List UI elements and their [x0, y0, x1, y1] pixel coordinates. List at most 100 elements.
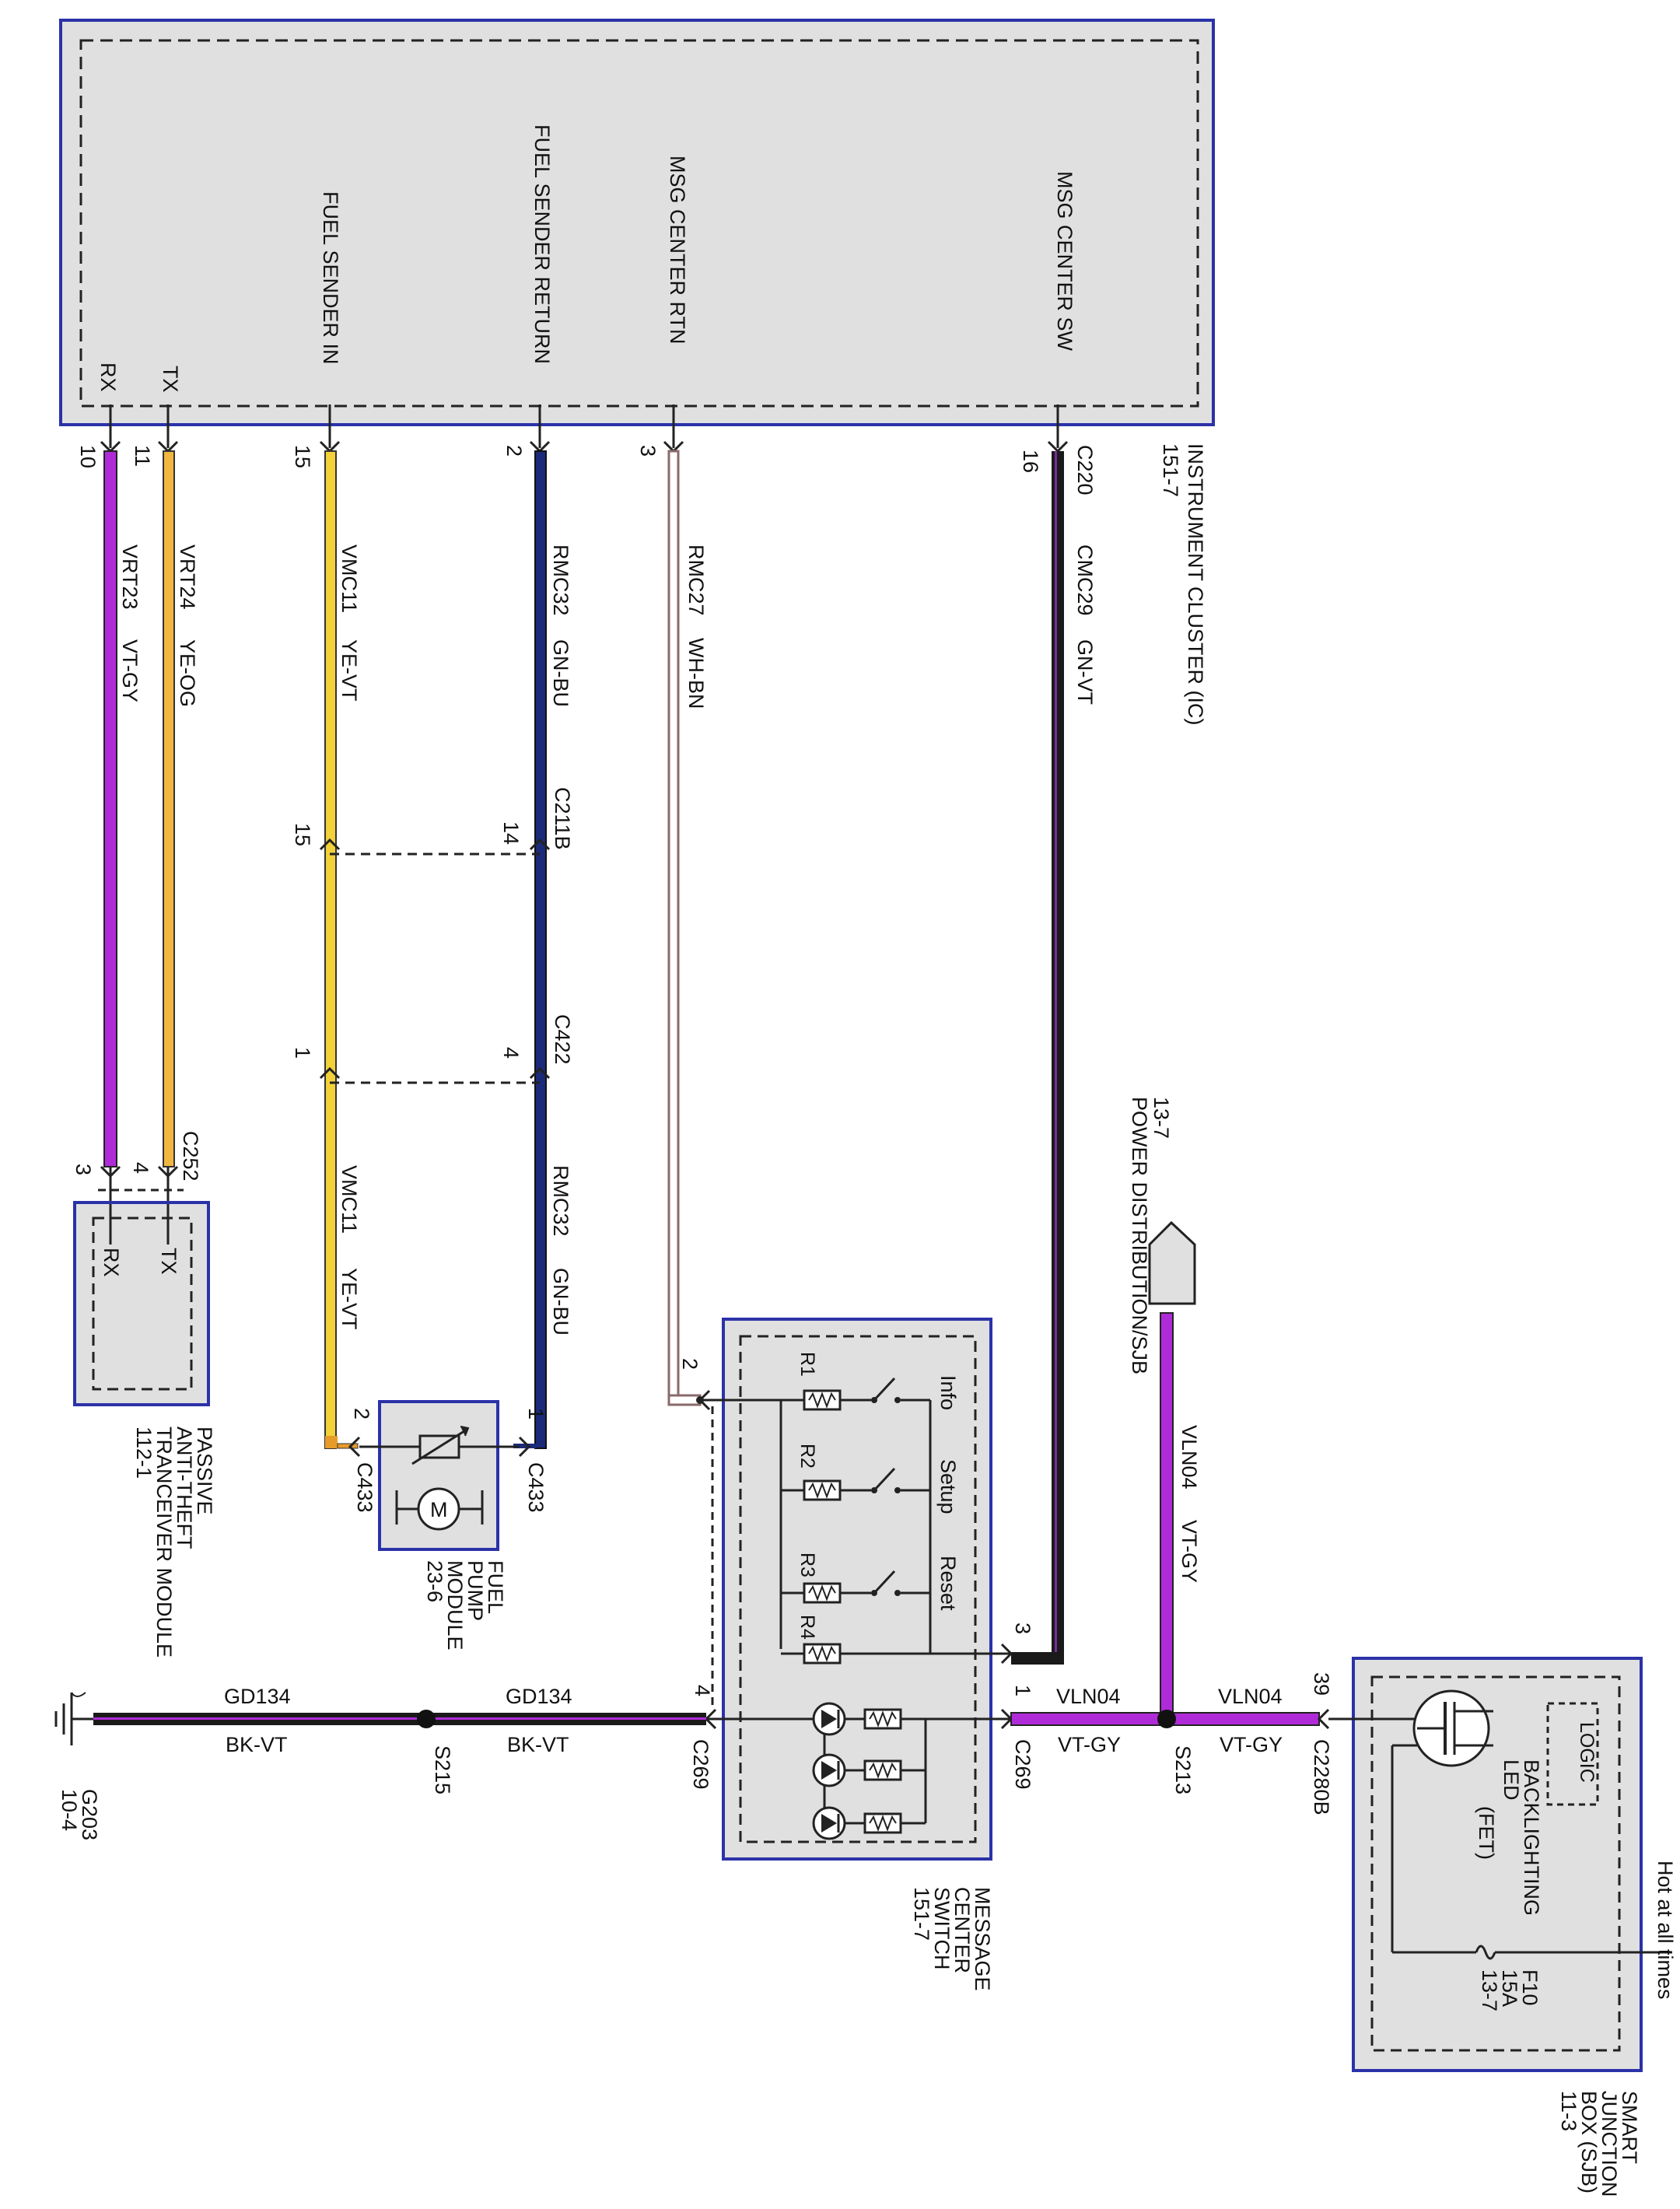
vmc11-circuit-upper: VMC11 — [338, 544, 361, 613]
msg-pin-2: 2 — [678, 1358, 702, 1370]
vrt23-circuit: VRT23 — [118, 544, 142, 610]
switch-info-label: Info — [936, 1375, 960, 1410]
sjb-led-line-1: BACKLIGHTING — [1520, 1759, 1543, 1916]
splice-s213-label: S213 — [1171, 1745, 1195, 1794]
fpm-name-2: PUMP — [464, 1560, 487, 1621]
backlight-led-3 — [812, 1806, 926, 1840]
pats-ref: 112-1 — [132, 1427, 156, 1479]
rmc32-circuit-upper: RMC32 — [549, 544, 572, 616]
sjb-name-2: JUNCTION — [1598, 2091, 1621, 2197]
resistor-r2-label: R2 — [796, 1444, 818, 1469]
ic-pin-11: 11 — [131, 445, 154, 467]
vln04-circuit-right: VLN04 — [1218, 1685, 1283, 1708]
fuse-f10-name: F10 — [1518, 1969, 1542, 2006]
power-distribution-ref: 13-7 — [1150, 1097, 1173, 1139]
connector-c211b: C211B 14 15 — [291, 787, 574, 856]
vln04-circuit-vertical: VLN04 — [1178, 1425, 1201, 1490]
vln04-color-right: VT-GY — [1220, 1733, 1283, 1756]
msg-pin-1: 1 — [1011, 1685, 1034, 1696]
splice-s213-dot — [1157, 1710, 1176, 1728]
resistor-r1-label: R1 — [796, 1352, 818, 1377]
pin-tx: TX — [159, 366, 182, 393]
msg-connector-c269-left: C269 — [689, 1739, 712, 1790]
c422-label: C422 — [551, 1014, 574, 1065]
wire-vmc11: VMC11 YE-VT VMC11 YE-VT — [319, 404, 361, 1449]
switch-setup-label: Setup — [936, 1459, 960, 1514]
ground-g203: G203 10-4 — [54, 1692, 101, 1840]
vrt24-circuit: VRT24 — [176, 544, 199, 610]
ic-pin-3: 3 — [636, 445, 660, 457]
c211b-pin-14: 14 — [499, 821, 523, 845]
msg-name-2: CENTER — [950, 1887, 974, 1973]
fpm-connector-left: C433 — [353, 1462, 376, 1513]
fpm-pin-1: 1 — [524, 1408, 548, 1420]
rmc32-color-lower: GN-BU — [549, 1268, 572, 1336]
wire-rmc27: RMC27 WH-BN — [663, 404, 708, 1406]
fpm-pin-2: 2 — [350, 1408, 373, 1420]
pats-name-1: PASSIVE — [193, 1427, 216, 1515]
pats-pin-4: 4 — [129, 1162, 152, 1174]
cmc29-circuit: CMC29 — [1073, 544, 1097, 616]
gd134-color-left: BK-VT — [226, 1733, 288, 1756]
backlight-led-1 — [812, 1702, 902, 1736]
fpm-connector-right: C433 — [524, 1462, 548, 1513]
power-distribution-arrow-icon — [1148, 1220, 1196, 1305]
wire-vln04: VLN04 VT-GY VLN04 VT-GY VLN04 VT-GY S213 — [1010, 1312, 1320, 1794]
rmc27-circuit: RMC27 — [684, 544, 708, 616]
c422-pin-4: 4 — [499, 1047, 523, 1059]
power-distribution-name: POWER DISTRIBUTION/SJB — [1128, 1097, 1151, 1374]
fpm-name-1: FUEL — [484, 1560, 507, 1614]
pats-name-3: TRANCEIVER MODULE — [152, 1427, 176, 1658]
pats-name-2: ANTI-THEFT — [173, 1427, 196, 1549]
instrument-cluster: MSG CENTER SW MSG CENTER RTN FUEL SENDER… — [59, 19, 1215, 726]
splice-s215-dot — [417, 1710, 436, 1728]
connector-c252: C252 — [179, 1131, 202, 1182]
backlight-led-2 — [812, 1753, 926, 1787]
ground-g203-ref: 10-4 — [58, 1789, 81, 1831]
msg-pin-4: 4 — [691, 1685, 714, 1696]
vmc11-color-upper: YE-VT — [338, 639, 361, 702]
power-distribution: 13-7 POWER DISTRIBUTION/SJB — [1128, 1097, 1196, 1374]
setup-switch-icon — [873, 1467, 896, 1492]
ic-pin-2: 2 — [502, 445, 526, 457]
pats-pin-tx: TX — [157, 1248, 180, 1275]
vmc11-color-lower: YE-VT — [338, 1268, 361, 1330]
msg-pin-3: 3 — [1011, 1623, 1034, 1634]
fpm-name-3: MODULE — [443, 1560, 467, 1651]
message-center-switch: 2 R1 Info R2 Setup R3 — [678, 1318, 1034, 1991]
reset-switch-icon — [873, 1570, 896, 1595]
pin-rx: RX — [96, 362, 120, 392]
pats-module: TX RX C252 4 3 PASSIVE ANTI-THEFT TRANCE… — [72, 1131, 216, 1658]
gd134-circuit-right: GD134 — [506, 1685, 572, 1708]
c211b-pin-15: 15 — [291, 823, 314, 846]
instrument-cluster-inner — [79, 39, 1199, 408]
c211b-label: C211B — [551, 787, 574, 850]
fet-icon — [1412, 1689, 1490, 1767]
pin-msg-center-rtn: MSG CENTER RTN — [666, 156, 689, 345]
wire-gd134: GD134 BK-VT GD134 BK-VT S215 — [93, 1685, 706, 1794]
cmc29-color: GN-VT — [1073, 639, 1097, 705]
ic-pin-16: 16 — [1019, 450, 1042, 473]
vmc11-circuit-lower: VMC11 — [338, 1165, 361, 1234]
switch-reset-label: Reset — [936, 1556, 960, 1611]
fuse-f10-ref: 13-7 — [1478, 1969, 1501, 2011]
msg-connector-c269-right: C269 — [1011, 1739, 1034, 1790]
pats-module-box — [73, 1201, 210, 1406]
vln04-circuit-left: VLN04 — [1056, 1685, 1121, 1708]
pats-pin-rx: RX — [100, 1248, 123, 1277]
fuse-f10-icon — [1475, 1945, 1496, 1960]
sjb-ref: 11-3 — [1557, 2091, 1580, 2131]
vln04-color-vertical: VT-GY — [1178, 1520, 1201, 1583]
rmc32-color-upper: GN-BU — [549, 639, 572, 707]
motor-symbol: M — [430, 1498, 448, 1521]
sjb-logic-label: LOGIC — [1576, 1722, 1598, 1783]
info-switch-icon — [873, 1377, 896, 1402]
sjb-name-1: SMART — [1618, 2091, 1641, 2164]
msg-name-1: MESSAGE — [971, 1887, 994, 1991]
instrument-cluster-ref: 151-7 — [1159, 443, 1182, 497]
connector-c422: C422 4 1 — [291, 1014, 574, 1084]
vln04-color-left: VT-GY — [1058, 1733, 1121, 1756]
sjb-name-3: BOX (SJB) — [1577, 2091, 1601, 2193]
fuse-f10-rating: 15A — [1498, 1969, 1521, 2007]
